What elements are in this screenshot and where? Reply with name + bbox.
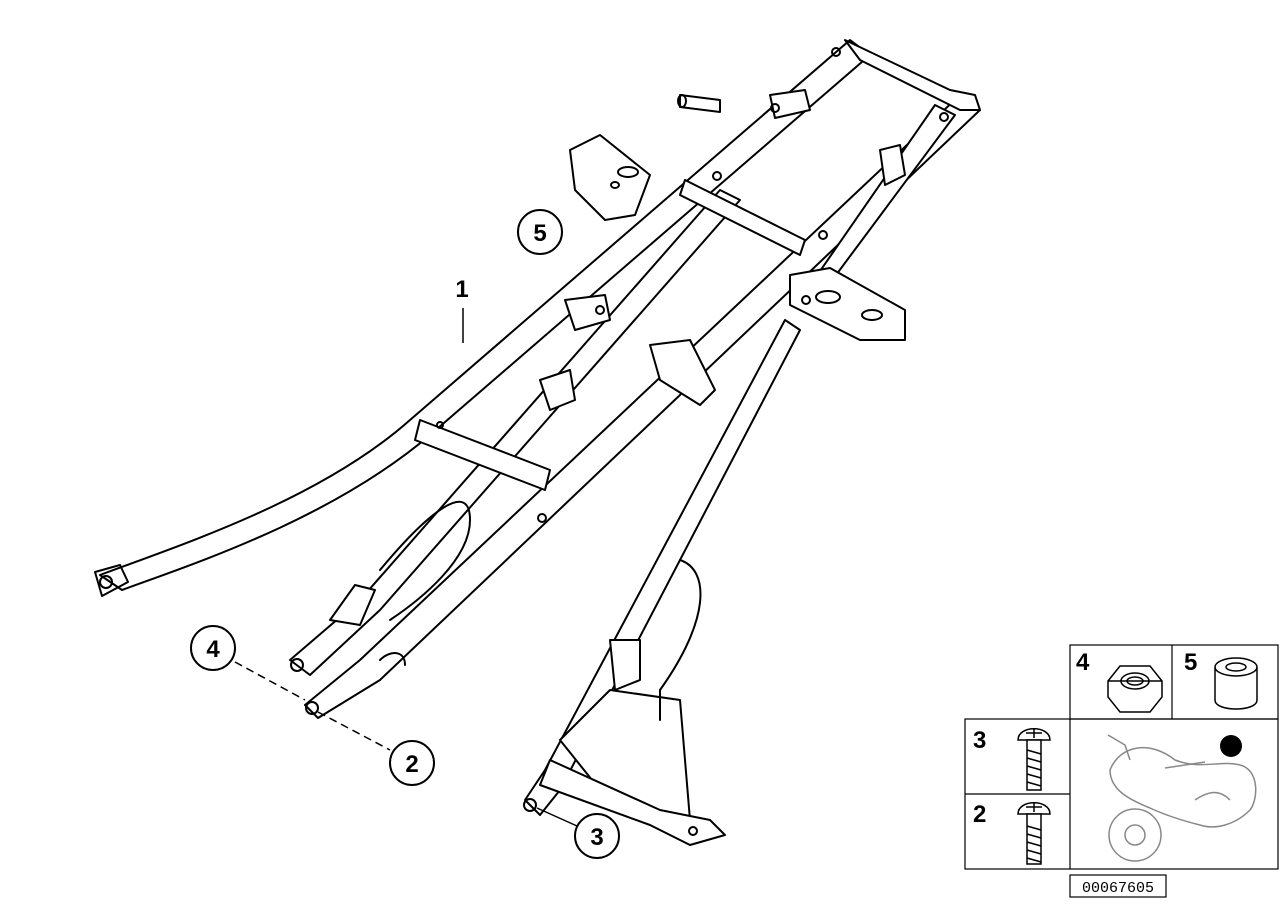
callout-5-label: 5 xyxy=(533,220,546,247)
callout-1: 1 xyxy=(455,276,469,343)
callout-5: 5 xyxy=(517,209,563,255)
legend-cell-screw-long: 2 xyxy=(973,801,1051,865)
rear-subframe-illustration xyxy=(94,39,981,846)
nut-label: 4 xyxy=(1076,649,1090,676)
screw-short-icon xyxy=(1017,728,1051,791)
diagram-id: 00067605 xyxy=(1082,880,1154,897)
screw-long-label: 2 xyxy=(973,801,986,828)
spacer-sleeve-icon xyxy=(1214,657,1258,710)
legend-cell-screw-short: 3 xyxy=(973,727,1051,791)
motorcycle-location-thumbnail xyxy=(1107,734,1257,862)
spacer-label: 5 xyxy=(1184,649,1197,676)
callout-3: 3 xyxy=(536,807,620,859)
legend-cell-nut: 4 xyxy=(1076,649,1163,713)
callout-1-label: 1 xyxy=(455,276,468,303)
location-marker-icon xyxy=(1220,735,1242,757)
diagram-id-box: 00067605 xyxy=(1069,874,1167,898)
callout-4-label: 4 xyxy=(206,636,220,663)
hardware-legend xyxy=(964,644,1279,870)
callout-2: 2 xyxy=(317,711,435,786)
screw-long-icon xyxy=(1017,802,1051,865)
hex-nut-icon xyxy=(1107,665,1163,713)
screw-short-label: 3 xyxy=(973,727,986,754)
legend-cell-spacer: 5 xyxy=(1184,649,1258,710)
callout-4: 4 xyxy=(190,625,306,701)
callout-2-label: 2 xyxy=(405,751,418,778)
callout-3-label: 3 xyxy=(590,824,603,851)
